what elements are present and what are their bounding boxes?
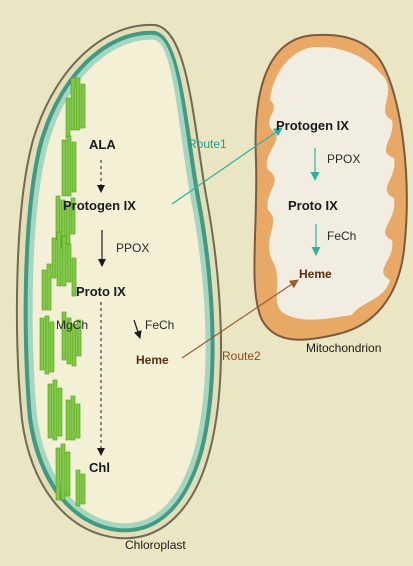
route1-label: Route1 [188,137,227,151]
heme-chloroplast-label: Heme [136,353,169,367]
heme-mitochondrion-label: Heme [299,267,332,281]
route1-arrow [171,127,283,205]
fech-mitochondrion-label: FeCh [327,229,357,243]
protogen-chloroplast-label: Protogen IX [63,198,136,213]
mgch-label: MgCh [56,318,89,332]
ppox-mitochondrion-label: PPOX [327,152,361,166]
chl-label: Chl [89,460,110,475]
protogen-mitochondrion-label: Protogen IX [276,118,349,133]
ppox-chloroplast-label: PPOX [116,241,150,255]
fech-chloroplast-label: FeCh [145,318,175,332]
mitochondrion-label: Mitochondrion [306,341,382,355]
route2-label: Route2 [222,349,261,363]
arrow-fech-chloroplast [133,319,142,339]
mitochondrion-shape [253,33,408,341]
ala-label: ALA [89,137,116,152]
thylakoid-stacks [39,77,86,507]
route2-arrow [181,279,299,359]
proto-chloroplast-label: Proto IX [76,284,126,299]
proto-mitochondrion-label: Proto IX [288,198,338,213]
chloroplast-label: Chloroplast [125,538,186,552]
